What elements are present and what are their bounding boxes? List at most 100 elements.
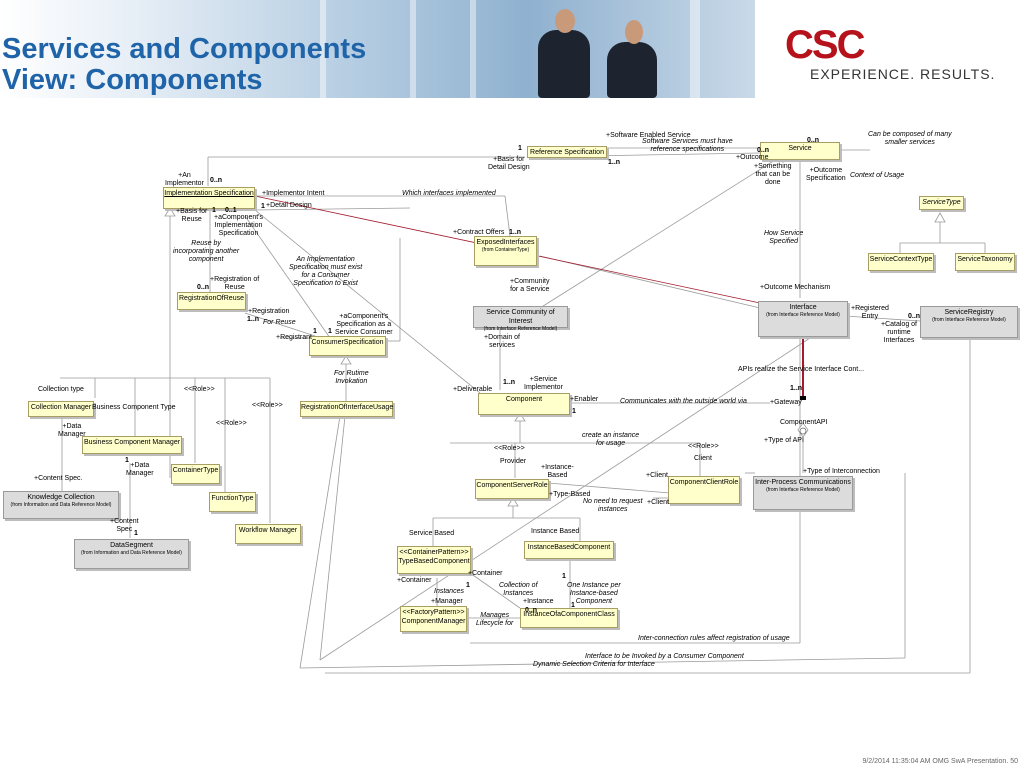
role-detail-design: +Detail Design: [266, 202, 312, 209]
uml-class-collection-manager[interactable]: Collection Manager: [28, 401, 94, 417]
role-a-component-implementation-specification: +aComponent's Implementation Specificati…: [214, 214, 264, 237]
role-implementor-intent: +Implementor Intent: [262, 190, 325, 197]
uml-class-registration-of-reuse[interactable]: RegistrationOfReuse: [177, 292, 246, 310]
multiplicity: 1: [571, 602, 575, 609]
uml-class-service-context-type[interactable]: ServiceContextType: [868, 253, 934, 271]
note-instances: Instances: [434, 588, 464, 595]
stereotype-role: <<Role>>: [216, 420, 247, 427]
role-content-spec: +Content Spec: [110, 518, 139, 533]
note-no-need-to-request-instances: No need to request instances: [583, 498, 643, 513]
uml-class-service-registry[interactable]: ServiceRegistry(from Interface Reference…: [920, 306, 1018, 338]
role-basis-for-reuse: +Basis for Reuse: [176, 208, 208, 223]
multiplicity: 1: [212, 207, 216, 214]
note-which-interfaces-implemented: Which interfaces implemented: [402, 190, 496, 197]
uml-class-service-taxonomy[interactable]: ServiceTaxonomy: [955, 253, 1015, 271]
uml-class-component-client-role[interactable]: ComponentClientRole: [668, 476, 740, 504]
note-create-an-instance: create an instance for usage: [582, 432, 640, 447]
uml-class-registration-of-interface-usage[interactable]: RegistrationOfInterfaceUsage: [300, 401, 393, 417]
role-registrant: +Registrant: [276, 334, 312, 341]
role-something-that-can-be-done: +Something that can be done: [754, 163, 792, 186]
multiplicity: 1: [572, 408, 576, 415]
uml-class-service-type[interactable]: ServiceType: [919, 196, 964, 210]
multiplicity: 0..n: [757, 147, 770, 154]
multiplicity: 1: [562, 573, 566, 580]
note-collection-of-instances: Collection of Instances: [499, 582, 538, 597]
note-communicates-with-outside-world: Communicates with the outside world via: [620, 398, 747, 405]
label-provider: Provider: [500, 458, 527, 465]
multiplicity: 1..n: [503, 379, 516, 386]
role-outcome-specification: +Outcome Specification: [806, 167, 846, 182]
uml-class-component-manager[interactable]: <<FactoryPattern>> ComponentManager: [400, 606, 467, 632]
note-dynamic-selection-criteria: Dynamic Selection Criteria for Interface: [533, 661, 655, 668]
uml-class-knowledge-collection[interactable]: Knowledge Collection(from Information an…: [3, 491, 119, 519]
role-registration-of-reuse: +Registration of Reuse: [210, 276, 260, 291]
uml-class-service-community-of-interest[interactable]: Service Community of Interest(from Inter…: [473, 306, 568, 332]
note-apis-realize-service-interface: APIs realize the Service Interface Cont.…: [738, 366, 865, 373]
title-line-1: Services and Components: [2, 33, 367, 65]
role-container: +Container: [397, 577, 432, 584]
stereotype-role: <<Role>>: [688, 443, 719, 450]
role-basis-for-detail-design: +Basis for Detail Design: [488, 156, 530, 171]
note-for-runtime-invocation: For Rutime Invokation: [334, 370, 369, 385]
note-how-service-specified: How Service Specified: [764, 230, 804, 245]
note-interface-invoked-by-consumer: Interface to be Invoked by a Consumer Co…: [585, 653, 744, 660]
person-head: [625, 20, 643, 44]
uml-class-interface[interactable]: Interface(from Interface Reference Model…: [758, 301, 848, 337]
uml-class-exposed-interfaces[interactable]: ExposedInterfaces(from ContainerType): [474, 236, 537, 266]
multiplicity: 0..1: [225, 207, 237, 214]
multiplicity: 1: [313, 328, 317, 335]
person-figure: [607, 42, 657, 98]
uml-class-component-server-role[interactable]: ComponentServerRole: [475, 479, 549, 499]
multiplicity: 1: [466, 582, 470, 589]
note-manages-lifecycle-for: Manages Lifecycle for: [476, 612, 514, 627]
slide-header: Services and Components View: Components…: [0, 0, 1024, 98]
uml-class-workflow-manager[interactable]: Workflow Manager: [235, 524, 301, 544]
diagram-connectors: [60, 147, 986, 674]
multiplicity: 0..n: [210, 177, 223, 184]
uml-class-data-segment[interactable]: DataSegment(from Information and Data Re…: [74, 539, 189, 569]
multiplicity: 1: [134, 530, 138, 537]
uml-class-type-based-component[interactable]: <<ContainerPattern>> TypeBasedComponent: [397, 546, 471, 574]
csc-logo-text: CSC: [785, 24, 865, 62]
note-interconnection-rules: Inter-connection rules affect registrati…: [638, 635, 790, 642]
role-type-based: +Type-Based: [549, 491, 591, 498]
role-type-of-api: +Type of API: [764, 437, 804, 444]
role-outcome-mechanism: +Outcome Mechanism: [760, 284, 831, 291]
multiplicity: 1..n: [509, 229, 522, 236]
uml-diagram: Reference Specification Service Implemen…: [0, 98, 1024, 768]
note-one-instance-per-component: One Instance per Instance-based Componen…: [567, 582, 621, 605]
role-instance-based: +Instance- Based: [541, 464, 574, 479]
label-instance-based: Instance Based: [531, 528, 580, 535]
role-client: +Client: [646, 472, 668, 479]
uml-class-consumer-specification[interactable]: ConsumerSpecification: [309, 336, 386, 356]
role-container: +Container: [468, 570, 503, 577]
uml-class-service[interactable]: Service: [760, 142, 840, 160]
note-implementation-spec-must-exist: An Implementation Specification must exi…: [289, 256, 363, 287]
logo-area: [755, 0, 1024, 98]
role-client: +Client: [647, 499, 669, 506]
uml-class-container-type[interactable]: ContainerType: [171, 464, 220, 484]
role-component-specification-as-consumer: +aComponent's Specification as a Service…: [335, 313, 393, 336]
uml-class-business-component-manager[interactable]: Business Component Manager: [82, 436, 182, 454]
uml-class-function-type[interactable]: FunctionType: [209, 492, 256, 512]
role-domain-of-services: +Domain of services: [484, 334, 520, 349]
uml-class-component[interactable]: Component: [478, 393, 570, 415]
uml-class-reference-specification[interactable]: Reference Specification: [527, 146, 607, 158]
uml-class-instance-of-a-component-class[interactable]: InstanceOfaComponentClass: [520, 608, 618, 628]
stereotype-role: <<Role>>: [494, 445, 525, 452]
slide-footer: 9/2/2014 11:35:04 AM OMG SwA Presentatio…: [862, 758, 1018, 765]
stereotype-role: <<Role>>: [252, 402, 283, 409]
uml-class-inter-process-communications[interactable]: Inter-Process Communications(from Interf…: [753, 476, 853, 510]
uml-class-implementation-specification[interactable]: Implementation Specification: [163, 187, 255, 209]
label-service-based: Service Based: [409, 530, 455, 537]
role-data-manager: +Data Manager: [126, 462, 154, 477]
multiplicity: 0..n: [807, 137, 820, 144]
note-reuse-by-incorporating: Reuse by incorporating another component: [173, 240, 240, 263]
csc-logo: CSC: [785, 24, 865, 62]
multiplicity: 1: [518, 145, 522, 152]
uml-class-instance-based-component[interactable]: InstanceBasedComponent: [524, 541, 614, 559]
multiplicity: 1..n: [790, 385, 803, 392]
slide-title: Services and Components View: Components: [2, 34, 366, 96]
logo-tagline: EXPERIENCE. RESULTS.: [810, 66, 996, 82]
title-line-2: View: Components: [2, 64, 263, 96]
